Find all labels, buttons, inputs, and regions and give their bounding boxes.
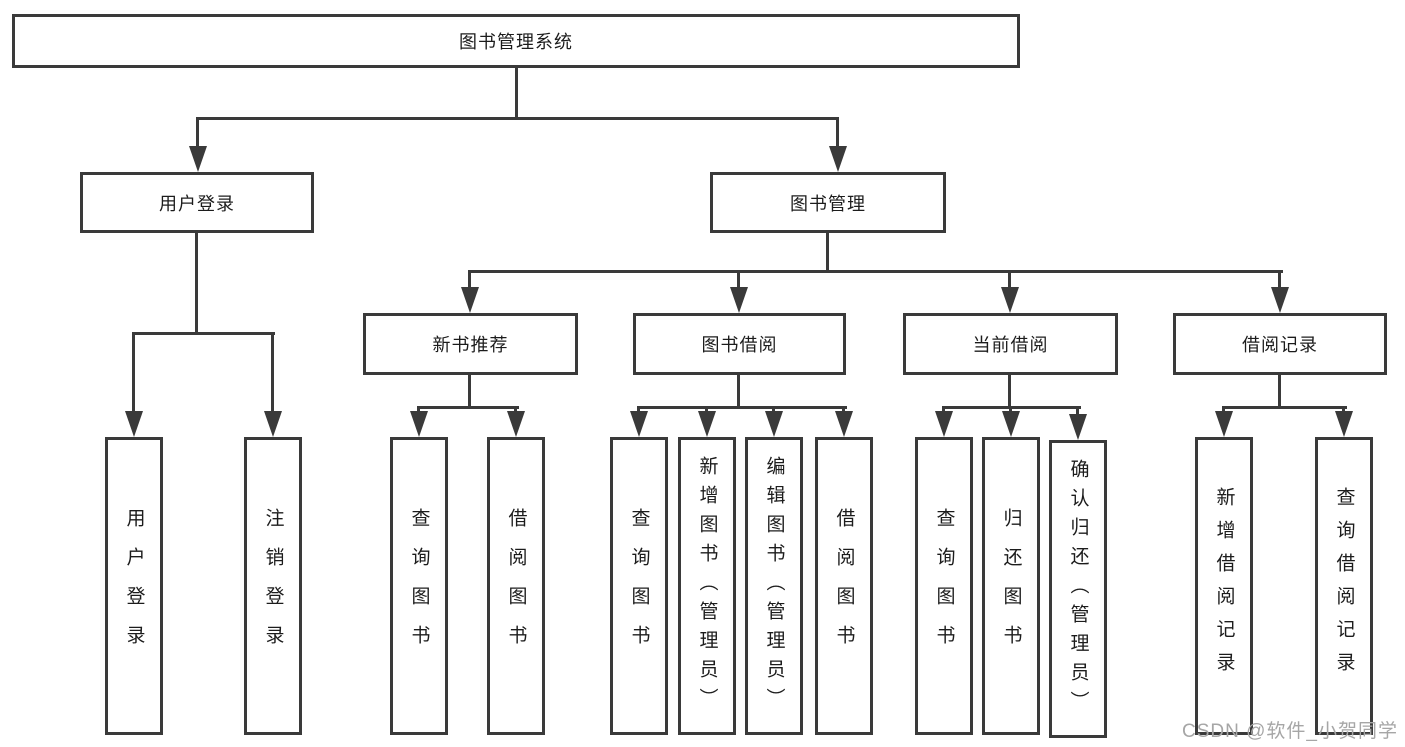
leaf-query-books-recommend: 查询图书 — [390, 437, 448, 735]
connector-line — [942, 406, 945, 414]
node-label: 用户登录 — [159, 193, 235, 214]
arrowhead-down — [935, 411, 953, 437]
arrowhead-down — [1271, 287, 1289, 313]
arrowhead-down — [730, 287, 748, 313]
connector-line — [514, 406, 517, 414]
arrowhead-down — [829, 146, 847, 172]
leaf-confirm-return-admin: 确认归还（管理员） — [1049, 440, 1107, 738]
leaf-label: 借阅图书 — [833, 508, 855, 664]
node-root-book-management-system: 图书管理系统 — [12, 14, 1020, 68]
connector-line — [826, 233, 829, 273]
leaf-label: 用户登录 — [123, 508, 145, 664]
arrowhead-down — [125, 411, 143, 437]
node-new-book-recommendation: 新书推荐 — [363, 313, 578, 375]
connector-line — [836, 117, 839, 149]
arrowhead-down — [1069, 414, 1087, 440]
leaf-label: 新增借阅记录 — [1213, 487, 1235, 685]
connector-line — [737, 270, 740, 290]
leaf-label: 注销登录 — [262, 508, 284, 664]
arrowhead-down — [698, 411, 716, 437]
arrowhead-down — [189, 146, 207, 172]
connector-line — [417, 406, 420, 414]
connector-line — [515, 67, 518, 120]
arrowhead-down — [1335, 411, 1353, 437]
leaf-label: 借阅图书 — [505, 508, 527, 664]
node-label: 图书借阅 — [701, 335, 778, 355]
leaf-query-borrow-record: 查询借阅记录 — [1315, 437, 1373, 735]
leaf-return-books: 归还图书 — [982, 437, 1040, 735]
connector-line — [842, 406, 845, 414]
node-borrowing-records: 借阅记录 — [1173, 313, 1387, 375]
arrowhead-down — [835, 411, 853, 437]
leaf-label: 查询借阅记录 — [1333, 487, 1355, 685]
leaf-logout: 注销登录 — [244, 437, 302, 735]
connector-line — [196, 117, 199, 149]
arrowhead-down — [1001, 287, 1019, 313]
leaf-add-books-admin: 新增图书（管理员） — [678, 437, 736, 735]
leaf-borrow-books-recommend: 借阅图书 — [487, 437, 545, 735]
connector-line — [196, 117, 839, 120]
node-user-login: 用户登录 — [80, 172, 314, 233]
connector-line — [1222, 406, 1225, 414]
connector-line — [271, 332, 274, 413]
node-book-management: 图书管理 — [710, 172, 946, 233]
connector-line — [1008, 375, 1011, 409]
leaf-query-books-borrowing: 查询图书 — [610, 437, 668, 735]
arrowhead-down — [264, 411, 282, 437]
connector-line — [637, 406, 847, 409]
leaf-query-books-current: 查询图书 — [915, 437, 973, 735]
node-label: 借阅记录 — [1242, 335, 1318, 355]
connector-line — [468, 375, 471, 409]
leaf-label: 编辑图书（管理员） — [763, 455, 785, 717]
arrowhead-down — [1215, 411, 1233, 437]
connector-line — [195, 233, 198, 335]
leaf-label: 查询图书 — [933, 508, 955, 664]
node-current-borrowing: 当前借阅 — [903, 313, 1118, 375]
leaf-label: 确认归还（管理员） — [1067, 458, 1089, 720]
arrowhead-down — [765, 411, 783, 437]
connector-line — [1222, 406, 1347, 409]
node-label: 图书管理系统 — [459, 32, 573, 52]
arrowhead-down — [507, 411, 525, 437]
connector-line — [132, 332, 275, 335]
connector-line — [1008, 270, 1011, 290]
connector-line — [1278, 375, 1281, 409]
connector-line — [417, 406, 519, 409]
leaf-label: 归还图书 — [1000, 508, 1022, 664]
leaf-borrow-books-borrowing: 借阅图书 — [815, 437, 873, 735]
node-book-borrowing: 图书借阅 — [633, 313, 846, 375]
leaf-label: 新增图书（管理员） — [696, 455, 718, 717]
leaf-user-login: 用户登录 — [105, 437, 163, 735]
connector-line — [468, 270, 471, 290]
connector-line — [132, 332, 135, 413]
leaf-label: 查询图书 — [628, 508, 650, 664]
connector-line — [772, 406, 775, 414]
leaf-label: 查询图书 — [408, 508, 430, 664]
arrowhead-down — [410, 411, 428, 437]
node-label: 新书推荐 — [432, 335, 509, 355]
leaf-edit-books-admin: 编辑图书（管理员） — [745, 437, 803, 735]
connector-line — [637, 406, 640, 414]
arrowhead-down — [1002, 411, 1020, 437]
connector-line — [1076, 406, 1079, 416]
connector-line — [1009, 406, 1012, 414]
connector-line — [468, 270, 1283, 273]
csdn-watermark: CSDN @软件_小贺同学 — [1182, 721, 1398, 742]
arrowhead-down — [461, 287, 479, 313]
arrowhead-down — [630, 411, 648, 437]
connector-line — [1342, 406, 1345, 414]
leaf-add-borrow-record: 新增借阅记录 — [1195, 437, 1253, 735]
node-label: 当前借阅 — [972, 335, 1049, 355]
connector-line — [705, 406, 708, 414]
connector-line — [1278, 270, 1281, 290]
connector-line — [737, 375, 740, 409]
node-label: 图书管理 — [790, 193, 866, 214]
